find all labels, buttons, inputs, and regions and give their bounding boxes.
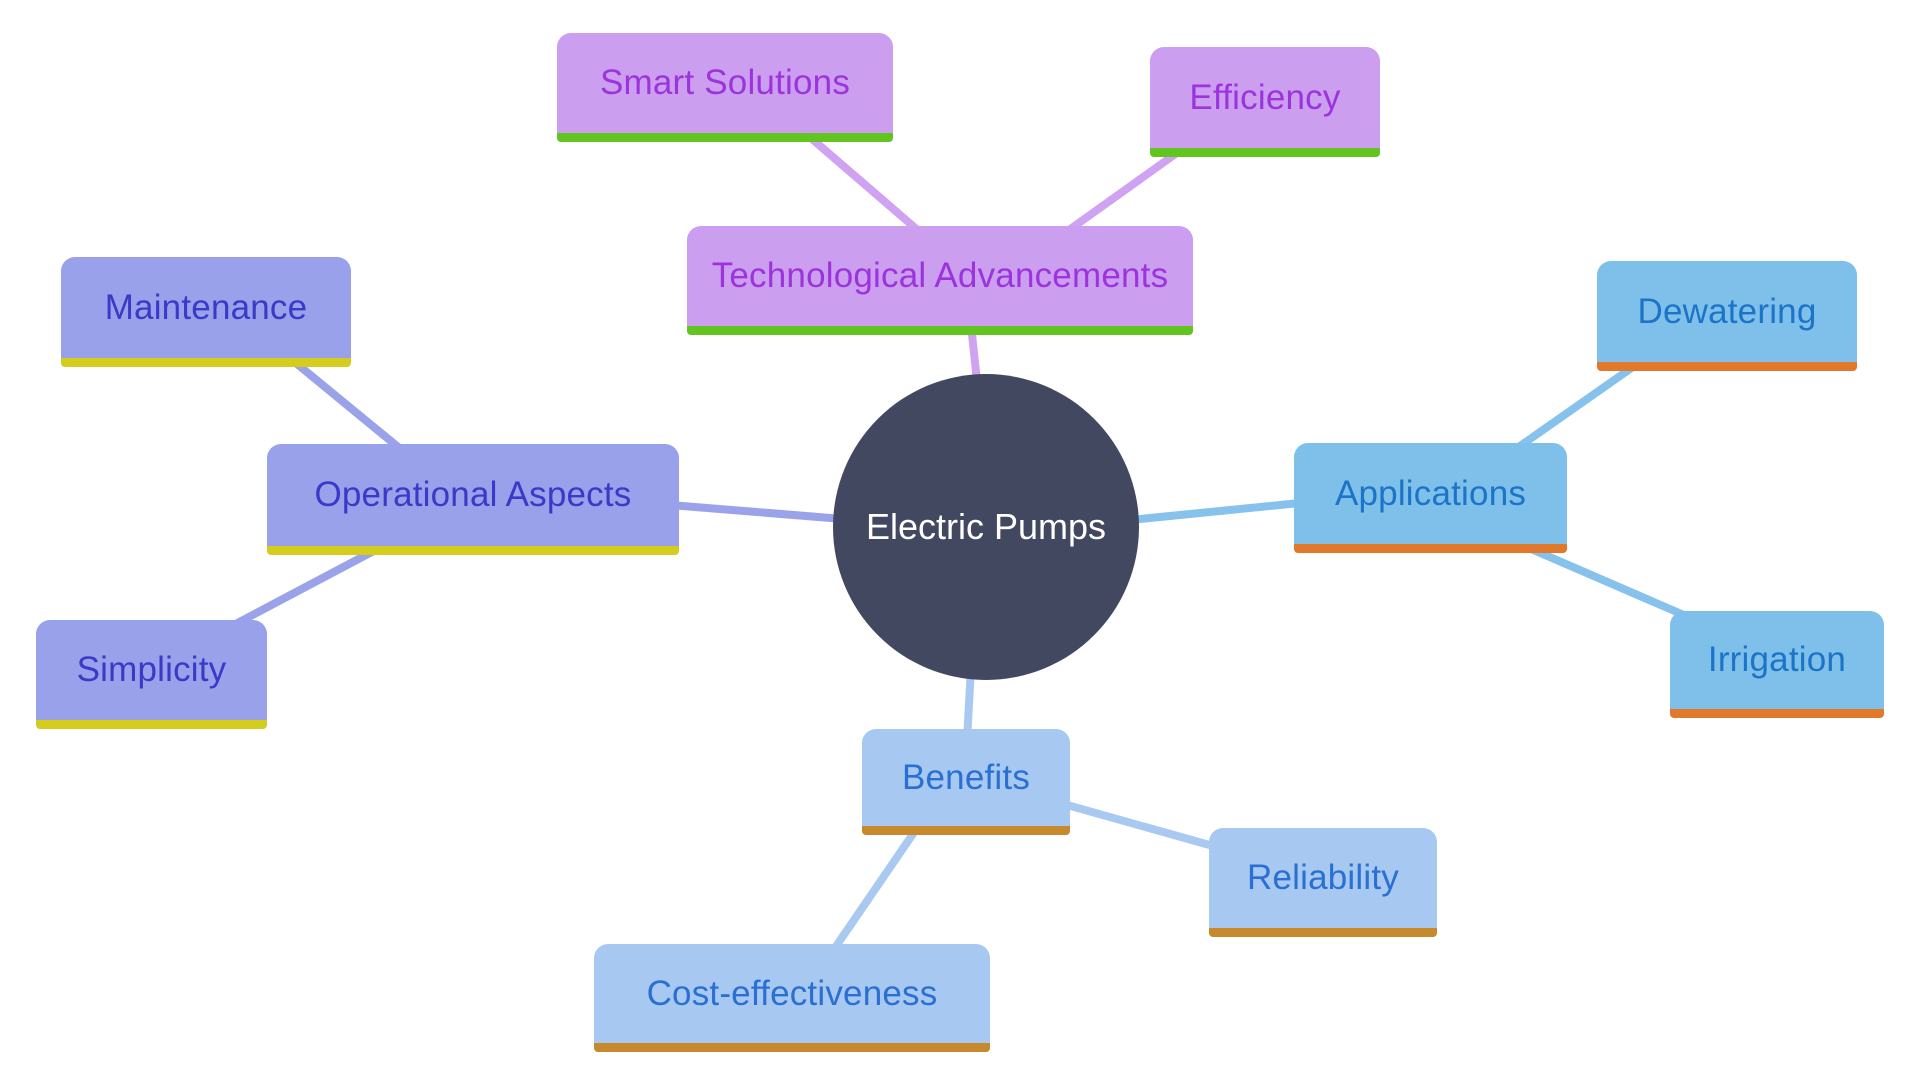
- node-maintenance[interactable]: Maintenance: [61, 257, 351, 367]
- node-label: Applications: [1334, 473, 1527, 513]
- node-technological-advancements[interactable]: Technological Advancements: [687, 226, 1193, 335]
- node-irrigation[interactable]: Irrigation: [1670, 611, 1884, 718]
- node-smart-solutions[interactable]: Smart Solutions: [557, 33, 893, 142]
- node-benefits[interactable]: Benefits: [862, 729, 1070, 835]
- node-label: Operational Aspects: [314, 475, 632, 514]
- edge-applications-center: [1116, 498, 1314, 525]
- node-label: Smart Solutions: [599, 63, 851, 102]
- node-label: Maintenance: [104, 287, 308, 327]
- node-label: Technological Advancements: [711, 256, 1169, 295]
- node-simplicity[interactable]: Simplicity: [36, 620, 267, 729]
- edge-benefits-cost-effectiveness: [824, 824, 921, 962]
- node-label: Reliability: [1247, 858, 1399, 897]
- node-cost-effectiveness[interactable]: Cost-effectiveness: [594, 944, 990, 1052]
- node-label: Cost-effectiveness: [646, 973, 938, 1013]
- node-electric-pumps[interactable]: Electric Pumps: [833, 374, 1139, 680]
- node-label: Efficiency: [1189, 77, 1341, 117]
- node-label: Dewatering: [1637, 291, 1817, 331]
- edge-simplicity-operational-aspects: [224, 541, 389, 632]
- node-label: Simplicity: [76, 650, 227, 689]
- node-label: Irrigation: [1707, 640, 1847, 679]
- node-efficiency[interactable]: Efficiency: [1150, 47, 1380, 157]
- edge-dewatering-applications: [1496, 351, 1654, 464]
- node-applications[interactable]: Applications: [1294, 443, 1567, 553]
- node-label: Benefits: [901, 757, 1031, 797]
- center-node-label: Electric Pumps: [865, 506, 1107, 547]
- node-dewatering[interactable]: Dewatering: [1597, 261, 1857, 371]
- edge-irrigation-applications: [1511, 538, 1704, 626]
- node-reliability[interactable]: Reliability: [1209, 828, 1437, 937]
- node-operational-aspects[interactable]: Operational Aspects: [267, 444, 679, 555]
